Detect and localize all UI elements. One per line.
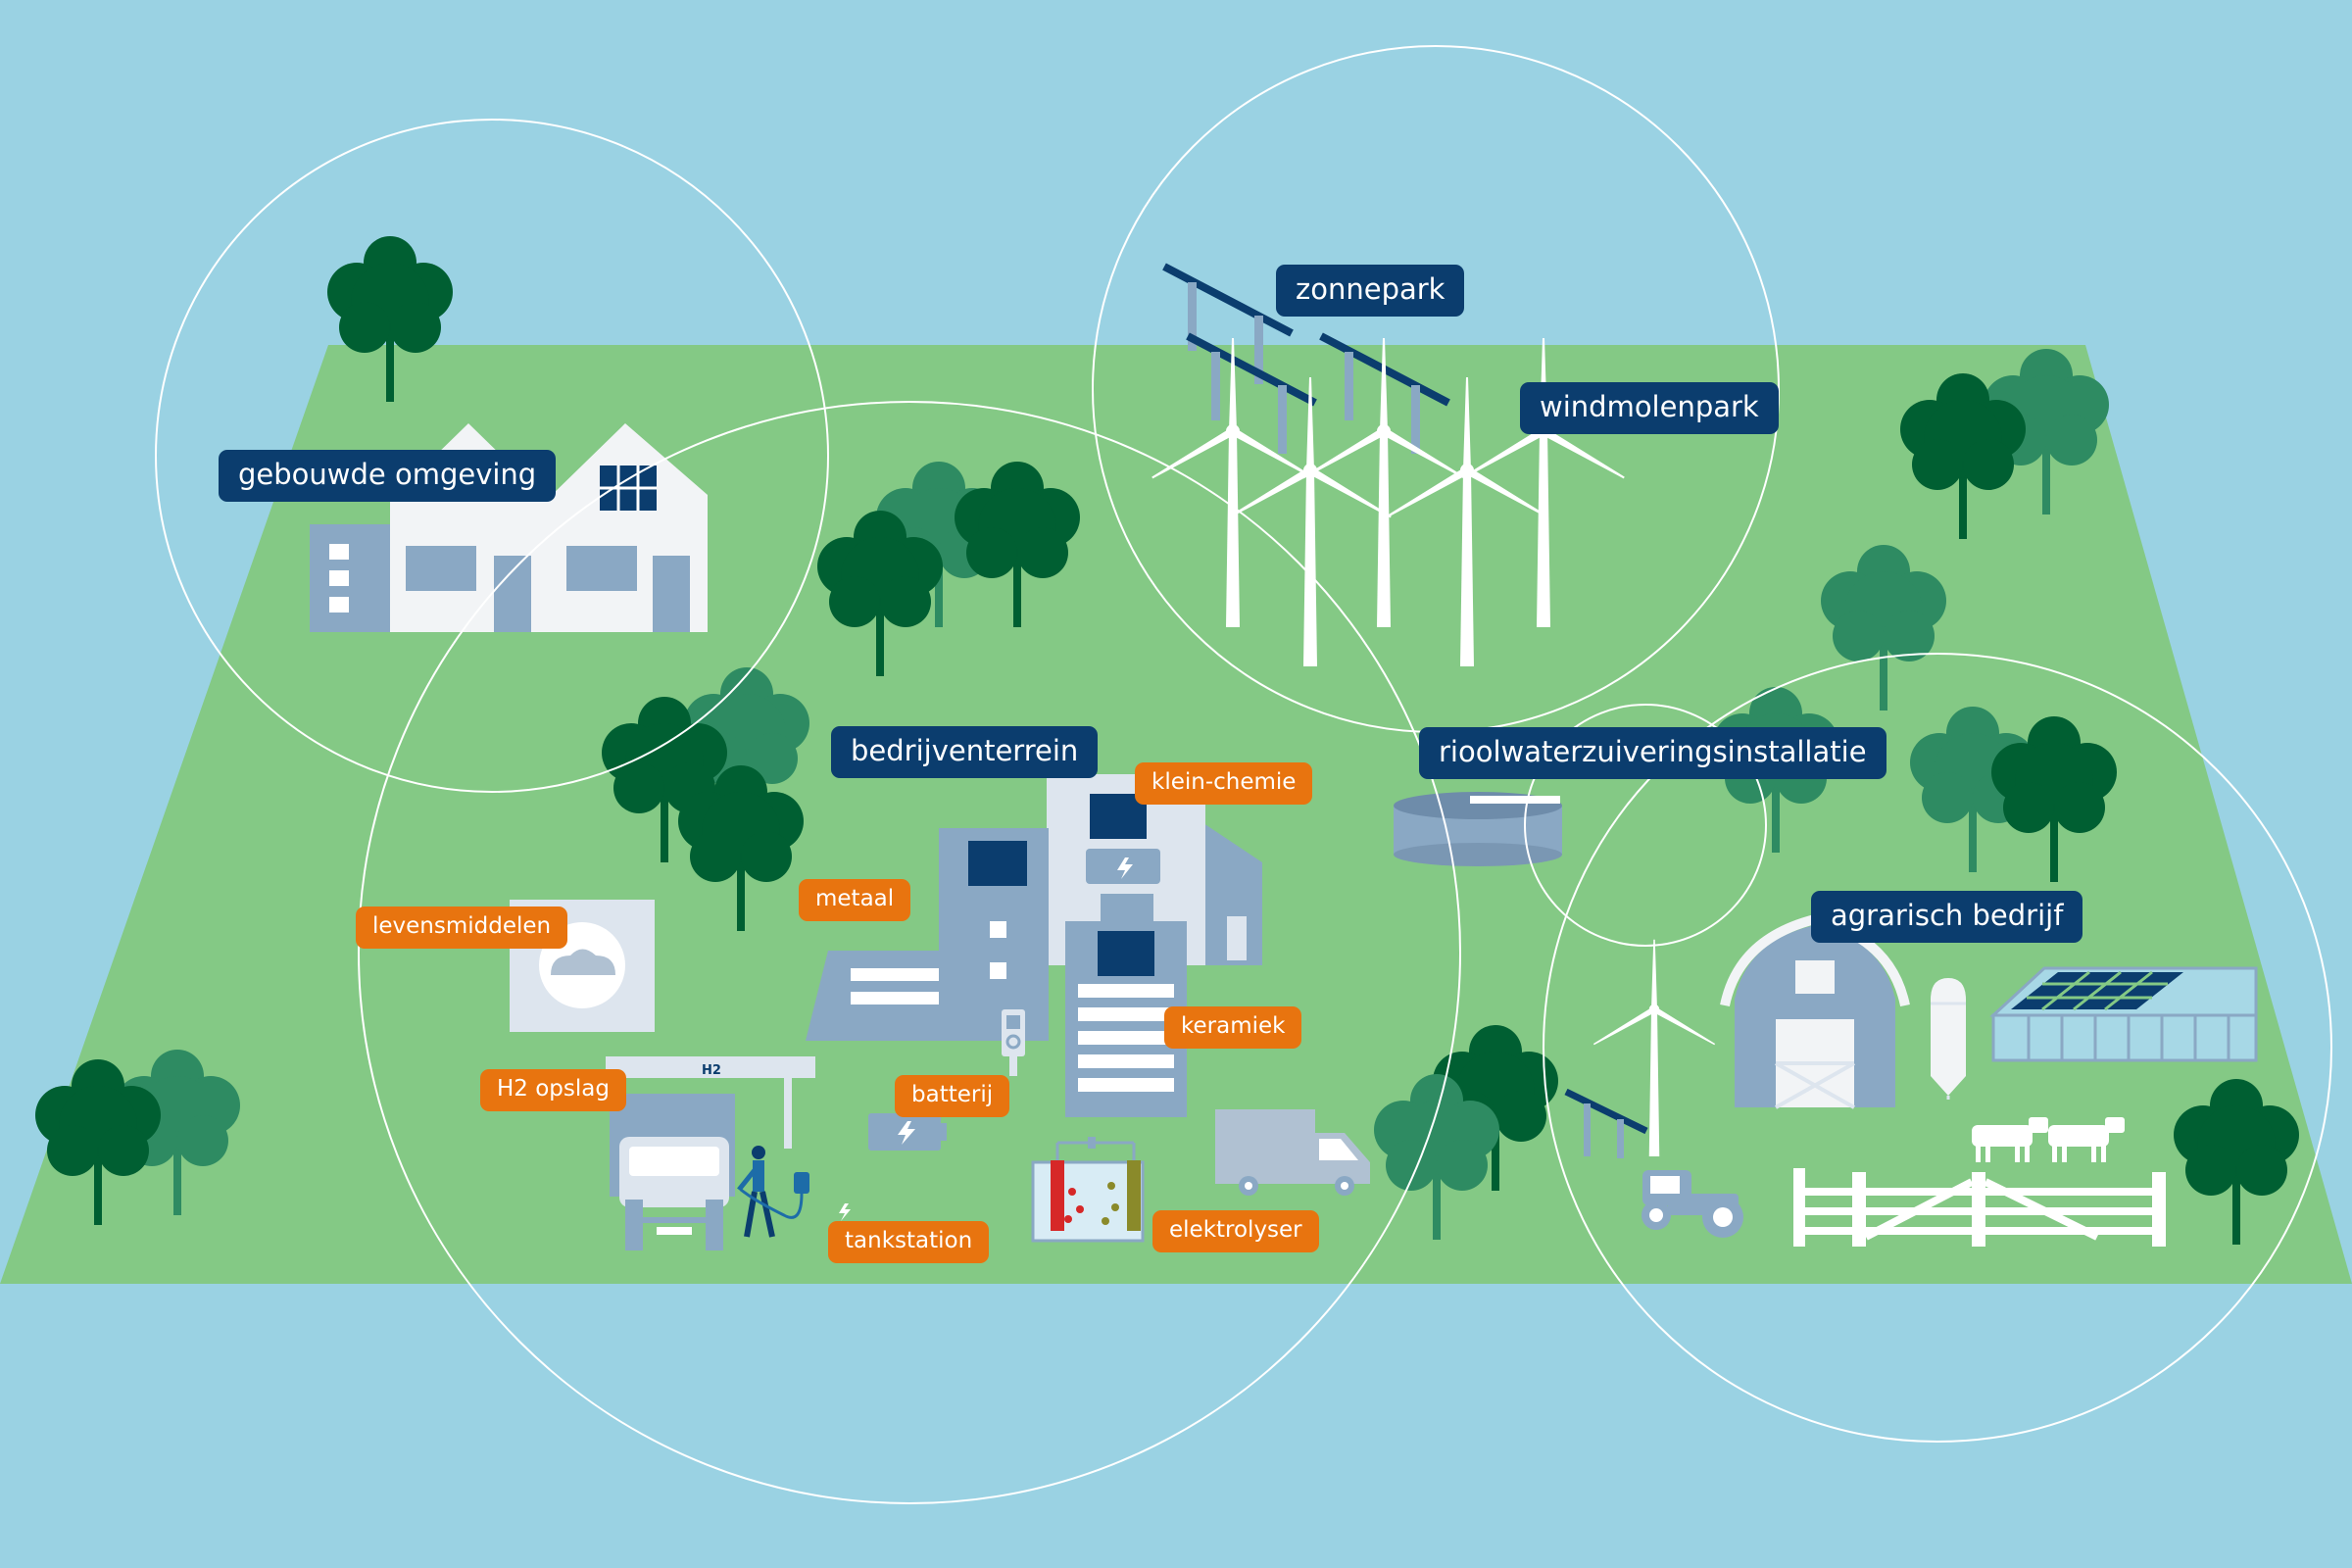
station-sign-text: H2 [702,1063,721,1078]
label-built-environment: gebouwde omgeving [219,450,557,502]
delivery-van [1215,1109,1370,1196]
label-solar-park: zonnepark [1276,265,1465,317]
zone-business-park [358,401,1461,1504]
farm [1564,913,2258,1247]
label-battery: batterij [895,1075,1010,1117]
label-electrolyser: elektrolyser [1152,1210,1319,1252]
label-agriculture: agrarisch bedrijf [1811,891,2083,943]
electrolyser-tank [1031,1137,1145,1243]
gas-station: H2 [606,1056,851,1250]
zone-agriculture [1543,653,2332,1443]
label-metal: metaal [799,879,911,921]
label-small-chemistry: klein-chemie [1135,762,1313,805]
label-ceramics: keramiek [1164,1006,1302,1049]
label-business-park: bedrijventerrein [831,726,1099,778]
label-h2-storage: H2 opslag [480,1069,626,1111]
label-food: levensmiddelen [356,906,568,949]
sewage-tank [1394,792,1562,866]
zone-sewage-plant [1524,704,1767,947]
zone-built-environment [155,119,829,793]
business-park-buildings [806,774,1262,1117]
label-sewage-plant: rioolwaterzuiveringsinstallatie [1419,727,1886,779]
battery-unit [868,1113,947,1151]
label-wind-park: windmolenpark [1520,382,1779,434]
label-gas-station: tankstation [828,1221,990,1263]
